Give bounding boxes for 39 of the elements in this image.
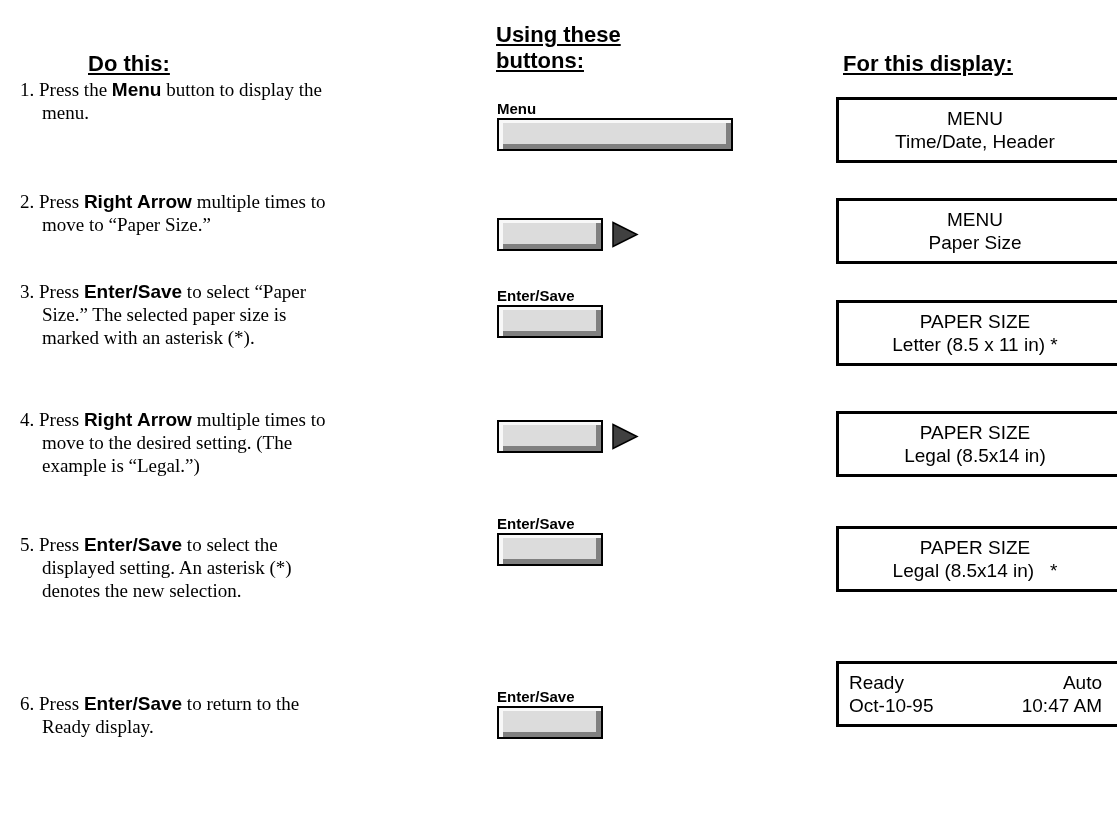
step-instruction: 2. Press Right Arrow multiple times to move to “Paper Size.” [20, 190, 327, 236]
panel-button [497, 305, 603, 338]
display-text: Oct-10-95 [849, 694, 934, 717]
lcd-display [836, 661, 1117, 727]
display-text: Letter (8.5 x 11 in) * [892, 333, 1058, 356]
display-text: MENU [947, 208, 1003, 231]
display-text: PAPER SIZE [919, 421, 1031, 444]
panel-button [497, 420, 603, 453]
panel-button [497, 118, 733, 151]
display-text: Time/Date, Header [895, 130, 1055, 153]
lcd-display [836, 300, 1117, 366]
column-heading: Using these buttons: [496, 22, 622, 74]
step-instruction: 5. Press Enter/Save to select the displayed setting. An asterisk (*) denotes the new selection. [20, 533, 293, 602]
display-text: PAPER SIZE [919, 536, 1031, 559]
column-heading: Do this: [88, 51, 171, 77]
display-text: MENU [947, 107, 1003, 130]
step-instruction: 6. Press Enter/Save to return to the Ready display. [20, 692, 301, 738]
display-text: Legal (8.5x14 in) * [892, 559, 1058, 582]
lcd-display [836, 526, 1117, 592]
display-text: 10:47 AM [1021, 694, 1102, 717]
display-text: PAPER SIZE [919, 310, 1031, 333]
panel-button [497, 533, 603, 566]
lcd-display [836, 97, 1117, 163]
button-label: Enter/Save [497, 688, 575, 705]
display-text: Auto [1061, 671, 1102, 694]
step-instruction: 1. Press the Menu button to display the menu. [20, 78, 323, 124]
column-heading: For this display: [843, 51, 1014, 77]
lcd-display [836, 198, 1117, 264]
panel-button [497, 706, 603, 739]
panel-button [497, 218, 603, 251]
button-label: Menu [497, 100, 537, 117]
display-text: Paper Size [928, 231, 1022, 254]
step-instruction: 4. Press Right Arrow multiple times to move to the desired setting. (The example is “Legal.”) [20, 408, 327, 477]
button-label: Enter/Save [497, 515, 575, 532]
button-label: Enter/Save [497, 287, 575, 304]
display-text: Legal (8.5x14 in) [904, 444, 1046, 467]
step-instruction: 3. Press Enter/Save to select “Paper Size.” The selected paper size is marked with an asterisk (*). [20, 280, 308, 349]
display-text: Ready [849, 671, 905, 694]
lcd-display [836, 411, 1117, 477]
